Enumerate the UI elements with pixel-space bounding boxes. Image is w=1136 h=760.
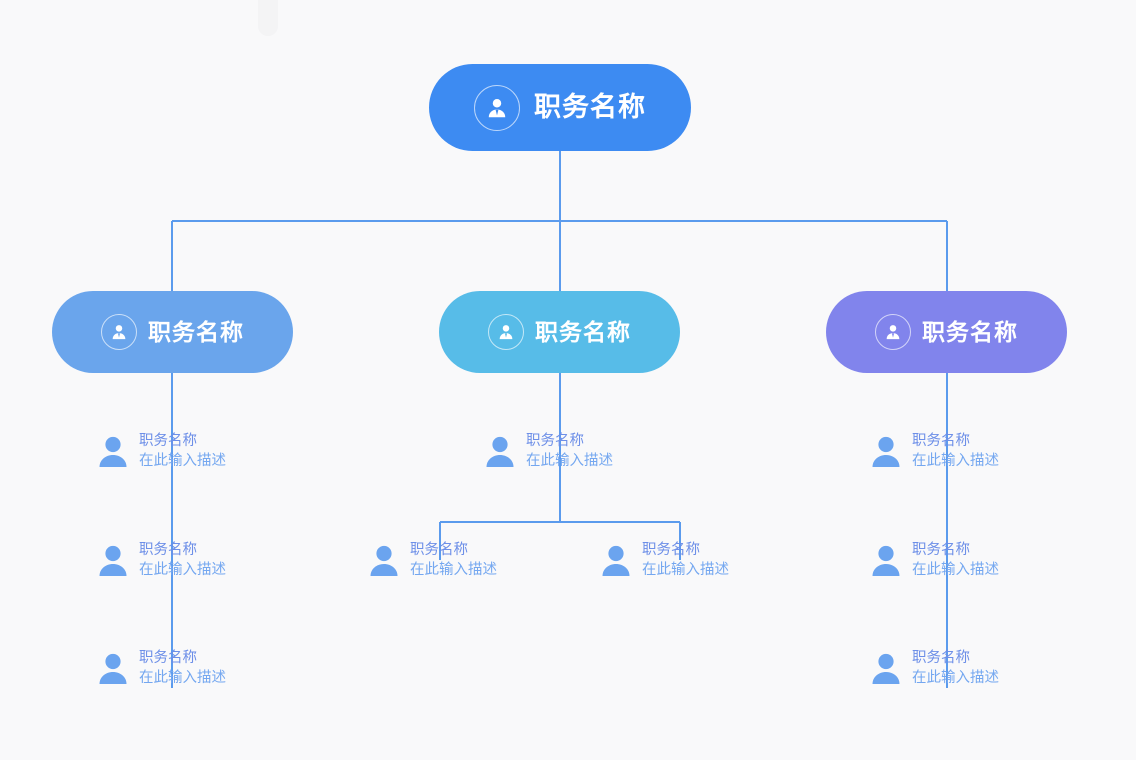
- org-leaf-text: 职务名称 在此输入描述: [139, 650, 226, 686]
- org-leaf-title: 职务名称: [912, 542, 970, 558]
- org-node-branch-center-label: 职务名称: [535, 318, 631, 345]
- org-leaf-description: 在此输入描述: [912, 669, 999, 686]
- org-leaf-title: 职务名称: [139, 433, 197, 449]
- org-leaf-center-sub-2[interactable]: 职务名称 在此输入描述: [599, 542, 729, 578]
- org-leaf-title: 职务名称: [642, 542, 700, 558]
- org-node-branch-left-label: 职务名称: [148, 318, 244, 345]
- org-node-branch-right-label: 职务名称: [922, 318, 1018, 345]
- org-leaf-text: 职务名称 在此输入描述: [410, 542, 497, 578]
- org-leaf-text: 职务名称 在此输入描述: [912, 433, 999, 469]
- user-avatar-icon: [96, 434, 130, 468]
- org-leaf-description: 在此输入描述: [139, 561, 226, 578]
- org-leaf-right-2[interactable]: 职务名称 在此输入描述: [869, 542, 999, 578]
- org-leaf-description: 在此输入描述: [642, 561, 729, 578]
- org-leaf-left-3[interactable]: 职务名称 在此输入描述: [96, 650, 226, 686]
- org-leaf-text: 职务名称 在此输入描述: [642, 542, 729, 578]
- org-leaf-title: 职务名称: [410, 542, 468, 558]
- org-leaf-right-3[interactable]: 职务名称 在此输入描述: [869, 650, 999, 686]
- user-avatar-icon: [96, 543, 130, 577]
- org-node-root[interactable]: 职务名称: [429, 64, 691, 151]
- org-leaf-title: 职务名称: [912, 433, 970, 449]
- org-leaf-title: 职务名称: [139, 650, 197, 666]
- user-avatar-icon: [367, 543, 401, 577]
- org-leaf-description: 在此输入描述: [912, 561, 999, 578]
- org-leaf-text: 职务名称 在此输入描述: [139, 433, 226, 469]
- org-leaf-description: 在此输入描述: [912, 452, 999, 469]
- org-leaf-description: 在此输入描述: [139, 669, 226, 686]
- org-leaf-left-1[interactable]: 职务名称 在此输入描述: [96, 433, 226, 469]
- user-avatar-icon: [599, 543, 633, 577]
- person-in-circle-icon: [101, 314, 137, 350]
- user-avatar-icon: [869, 434, 903, 468]
- org-leaf-title: 职务名称: [526, 433, 584, 449]
- org-leaf-text: 职务名称 在此输入描述: [526, 433, 613, 469]
- org-leaf-description: 在此输入描述: [526, 452, 613, 469]
- org-node-branch-right[interactable]: 职务名称: [826, 291, 1067, 373]
- org-leaf-center-sub-1[interactable]: 职务名称 在此输入描述: [367, 542, 497, 578]
- org-leaf-description: 在此输入描述: [139, 452, 226, 469]
- org-leaf-text: 职务名称 在此输入描述: [912, 542, 999, 578]
- org-leaf-text: 职务名称 在此输入描述: [139, 542, 226, 578]
- user-avatar-icon: [96, 651, 130, 685]
- user-avatar-icon: [483, 434, 517, 468]
- org-leaf-title: 职务名称: [912, 650, 970, 666]
- person-in-circle-icon: [875, 314, 911, 350]
- user-avatar-icon: [869, 651, 903, 685]
- person-in-circle-icon: [488, 314, 524, 350]
- org-node-root-label: 职务名称: [534, 92, 646, 122]
- org-leaf-center-1[interactable]: 职务名称 在此输入描述: [483, 433, 613, 469]
- org-leaf-title: 职务名称: [139, 542, 197, 558]
- org-node-branch-left[interactable]: 职务名称: [52, 291, 293, 373]
- org-leaf-text: 职务名称 在此输入描述: [912, 650, 999, 686]
- person-in-circle-icon: [474, 84, 520, 131]
- top-edge-artifact: [258, 0, 278, 36]
- org-leaf-right-1[interactable]: 职务名称 在此输入描述: [869, 433, 999, 469]
- org-leaf-left-2[interactable]: 职务名称 在此输入描述: [96, 542, 226, 578]
- user-avatar-icon: [869, 543, 903, 577]
- org-leaf-description: 在此输入描述: [410, 561, 497, 578]
- org-node-branch-center[interactable]: 职务名称: [439, 291, 680, 373]
